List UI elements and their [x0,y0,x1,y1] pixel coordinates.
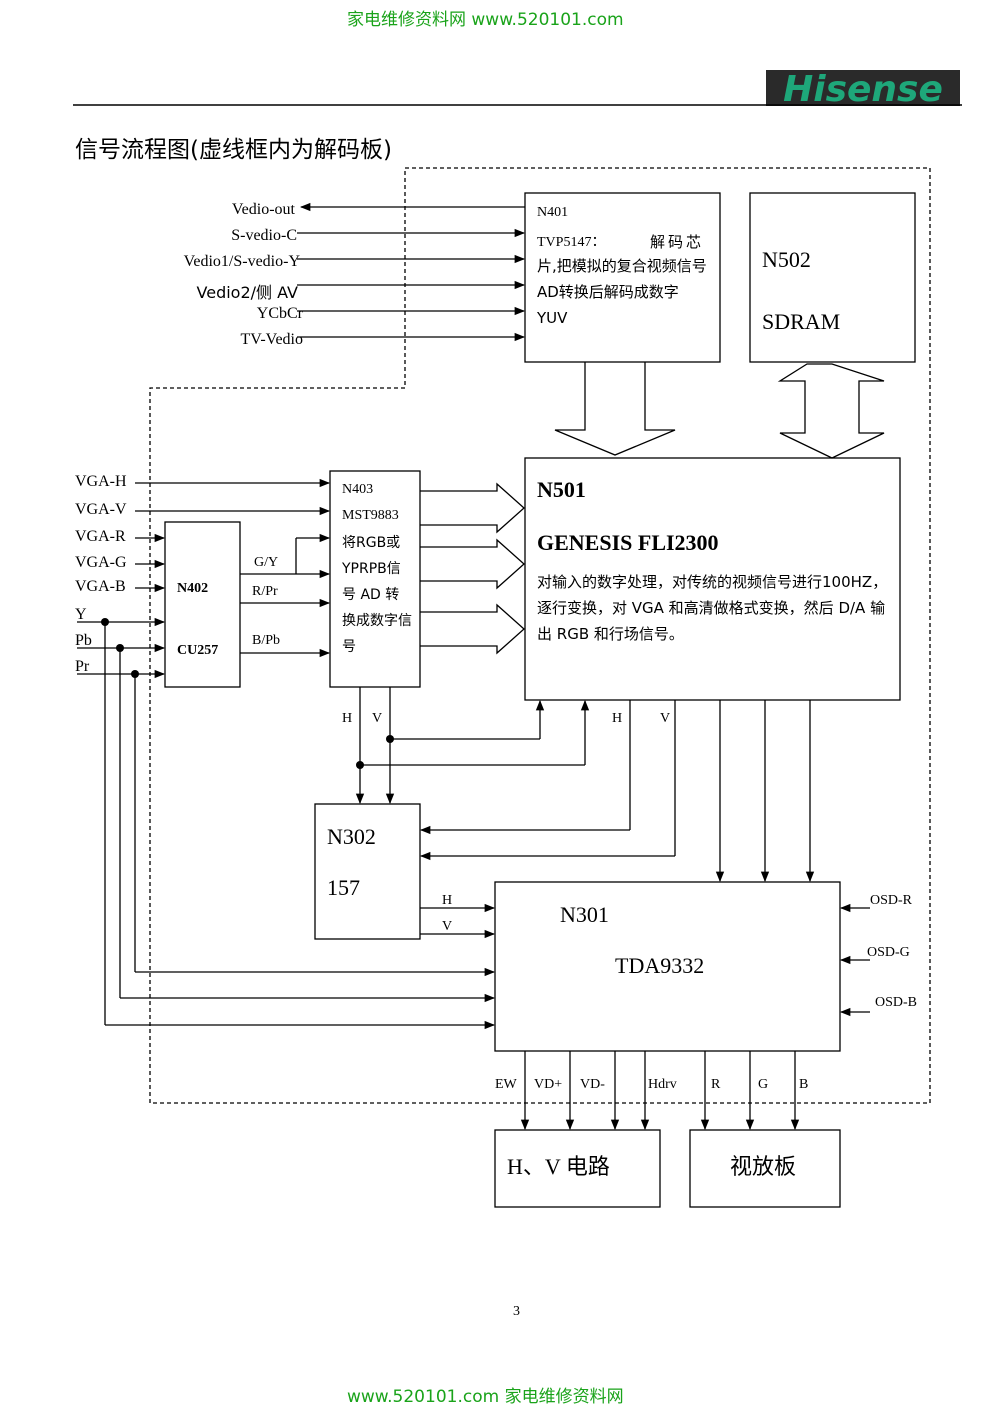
label-vga-v: VGA-V [75,501,127,518]
out-ew: EW [495,1077,517,1092]
label-vga-r: VGA-R [75,528,126,545]
n401-name: N401 [537,205,569,220]
n401-desc-head: 解码芯 [650,233,705,251]
n403-v-label: V [372,711,383,726]
label-pr: Pr [75,658,90,675]
label-y: Y [75,606,87,623]
n501-v-label: V [660,711,671,726]
n502-name: N502 [762,247,811,272]
label-vga-g: VGA-G [75,554,127,571]
out-vd-plus: VD+ [534,1077,563,1092]
hv-circuit-label: H、V 电路 [507,1154,610,1179]
label-osd-b: OSD-B [875,995,918,1010]
n302-v-label: V [442,919,453,934]
n402-name: N402 [177,581,209,596]
n302-name: N302 [327,824,376,849]
label-vedio2: Vedio2/侧 AV [196,283,298,302]
n302-part: 157 [327,875,360,900]
header-site-text: 家电维修资料网 www.520101.com [347,10,624,30]
n502-desc: SDRAM [762,309,841,334]
page-title: 信号流程图(虚线框内为解码板) [75,137,392,163]
n402-part: CU257 [177,643,219,658]
label-tv-vedio: TV-Vedio [240,331,303,348]
out-b: B [799,1077,809,1092]
label-pb: Pb [75,632,92,649]
n402-out-bpb: B/Pb [252,633,281,648]
n401-part: TVP5147： [537,235,606,250]
label-vedio1: Vedio1/S-vedio-Y [183,253,300,270]
out-hdrv: Hdrv [648,1077,677,1092]
n301-part: TDA9332 [615,953,705,978]
n501-name: N501 [537,477,586,502]
video-board-label: 视放板 [730,1154,797,1179]
n402-out-rpr: R/Pr [252,584,278,599]
brand-text: Hisense [783,70,943,106]
out-r: R [711,1077,721,1092]
footer-site-text: www.520101.com 家电维修资料网 [347,1387,624,1407]
n403-name: N403 [342,482,374,497]
n402-out-gy: G/Y [254,555,279,570]
n301-name: N301 [560,902,609,927]
n501-part: GENESIS FLI2300 [537,530,719,555]
n501-h-label: H [612,711,623,726]
n501-desc: 对输入的数字处理，对传统的视频信号进行100HZ，逐行变换，对 VGA 和高清做… [537,573,888,643]
label-osd-g: OSD-G [867,945,910,960]
label-vga-h: VGA-H [75,473,127,490]
n403-h-label: H [342,711,353,726]
label-ycbcr: YCbCr [256,305,303,322]
out-g: G [758,1077,769,1092]
page-number: 3 [513,1304,520,1319]
n403-part: MST9883 [342,508,399,523]
n403-desc: 将RGB或YPRPB信号 AD 转换成数字信号 [342,535,412,655]
label-vga-b: VGA-B [75,578,126,595]
out-vd-minus: VD- [580,1077,605,1092]
label-vedio-out: Vedio-out [231,201,295,218]
label-s-vedio-c: S-vedio-C [231,227,297,244]
brand-logo: Hisense [766,70,960,106]
n302-h-label: H [442,893,453,908]
n401-desc: 片,把模拟的复合视频信号AD转换后解码成数字 YUV [537,257,707,327]
label-osd-r: OSD-R [870,893,913,908]
